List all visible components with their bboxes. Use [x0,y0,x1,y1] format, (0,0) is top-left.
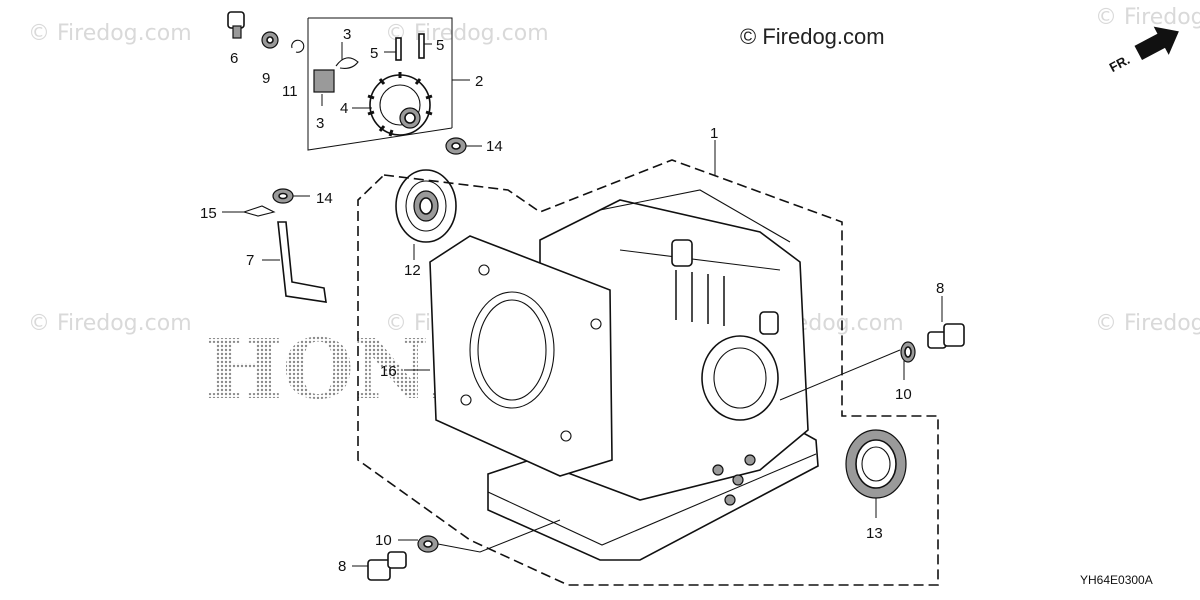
washer-14-icon [272,188,294,204]
governor-holder-icon [313,69,335,93]
bearing-12-icon [395,169,457,243]
callout-13: 13 [866,525,883,542]
callout-14-upper: 14 [486,138,503,155]
oil-seal-13-icon [845,429,907,499]
callout-9: 9 [262,70,270,87]
washer-10-icon [417,535,439,553]
governor-arm-7-icon [277,221,327,303]
governor-gear-icon [367,72,433,137]
drain-plug-8-icon [927,323,965,349]
washer-9-icon [261,31,279,49]
callout-6: 6 [230,50,238,67]
callout-10-left: 10 [375,532,392,549]
front-direction-label: FR. [1107,52,1133,75]
watermark-text: © Firedog.com [1095,311,1200,336]
callout-11: 11 [282,83,298,100]
governor-pin-icon [395,37,402,61]
callout-2: 2 [475,73,483,90]
drain-plug-8-icon [367,551,407,581]
watermark-text: © Firedog.com [28,21,192,46]
gasket-16-icon [429,235,613,477]
governor-clip-icon [335,57,359,69]
callout-8-left: 8 [338,558,346,575]
watermark-text: © Firedog.com [385,21,549,46]
snap-ring-11-icon [291,39,305,53]
clip-15-icon [242,205,276,217]
callout-1: 1 [710,125,718,142]
callout-4: 4 [340,100,348,117]
watermark-text: © Firedog.com [28,311,192,336]
callout-15: 15 [200,205,217,222]
callout-5-right: 5 [436,37,444,54]
governor-pin-icon [418,33,425,59]
callout-8-right: 8 [936,280,944,297]
callout-16: 16 [380,363,397,380]
bolt-6-icon [227,11,245,39]
washer-14-icon [445,137,467,155]
callout-12: 12 [404,262,421,279]
callout-10-right: 10 [895,386,912,403]
crankcase-kit-outline [357,159,939,586]
washer-10-icon [900,341,916,363]
callout-14-lower: 14 [316,190,333,207]
callout-7: 7 [246,252,254,269]
callout-3-holder: 3 [316,115,324,132]
callout-5-left: 5 [370,45,378,62]
callout-labels: 1 2 3 3 4 5 5 6 9 11 14 14 15 7 12 16 8 … [200,26,944,575]
diagram-code: YH64E0300A [1080,573,1153,587]
firedog-brand-text: © Firedog.com [740,24,885,49]
leader-lines [222,42,943,567]
watermark-text: © Firedog.com [1095,5,1200,30]
governor-assembly-group [307,17,470,151]
callout-3-clip: 3 [343,26,351,43]
